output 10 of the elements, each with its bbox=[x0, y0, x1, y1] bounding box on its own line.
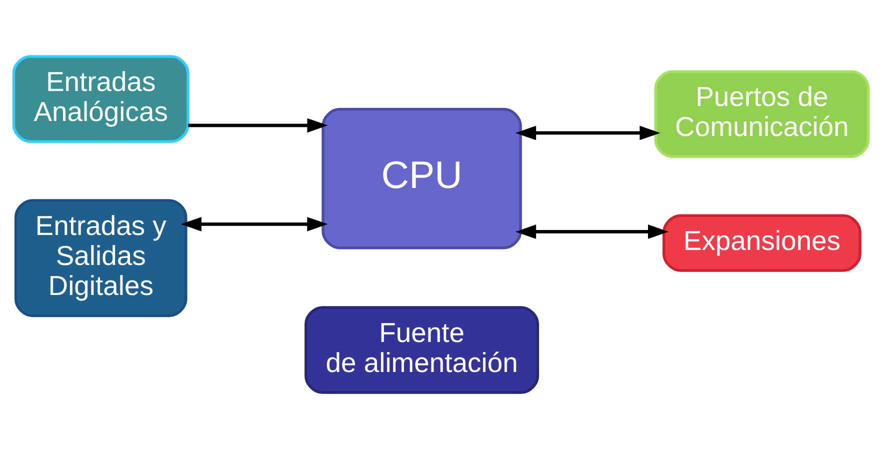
node-box: Expansiones bbox=[662, 214, 862, 272]
node-box: Entradas Analógicas bbox=[12, 55, 190, 143]
node-box: Entradas y Salidas Digitales bbox=[14, 199, 188, 318]
arrow bbox=[515, 126, 660, 140]
arrow bbox=[180, 216, 328, 232]
node-box: Fuente de alimentación bbox=[304, 306, 540, 394]
node-box: Puertos de Comunicación bbox=[654, 70, 870, 158]
arrow bbox=[188, 118, 328, 133]
arrow bbox=[515, 224, 669, 239]
node-box: CPU bbox=[322, 108, 522, 250]
